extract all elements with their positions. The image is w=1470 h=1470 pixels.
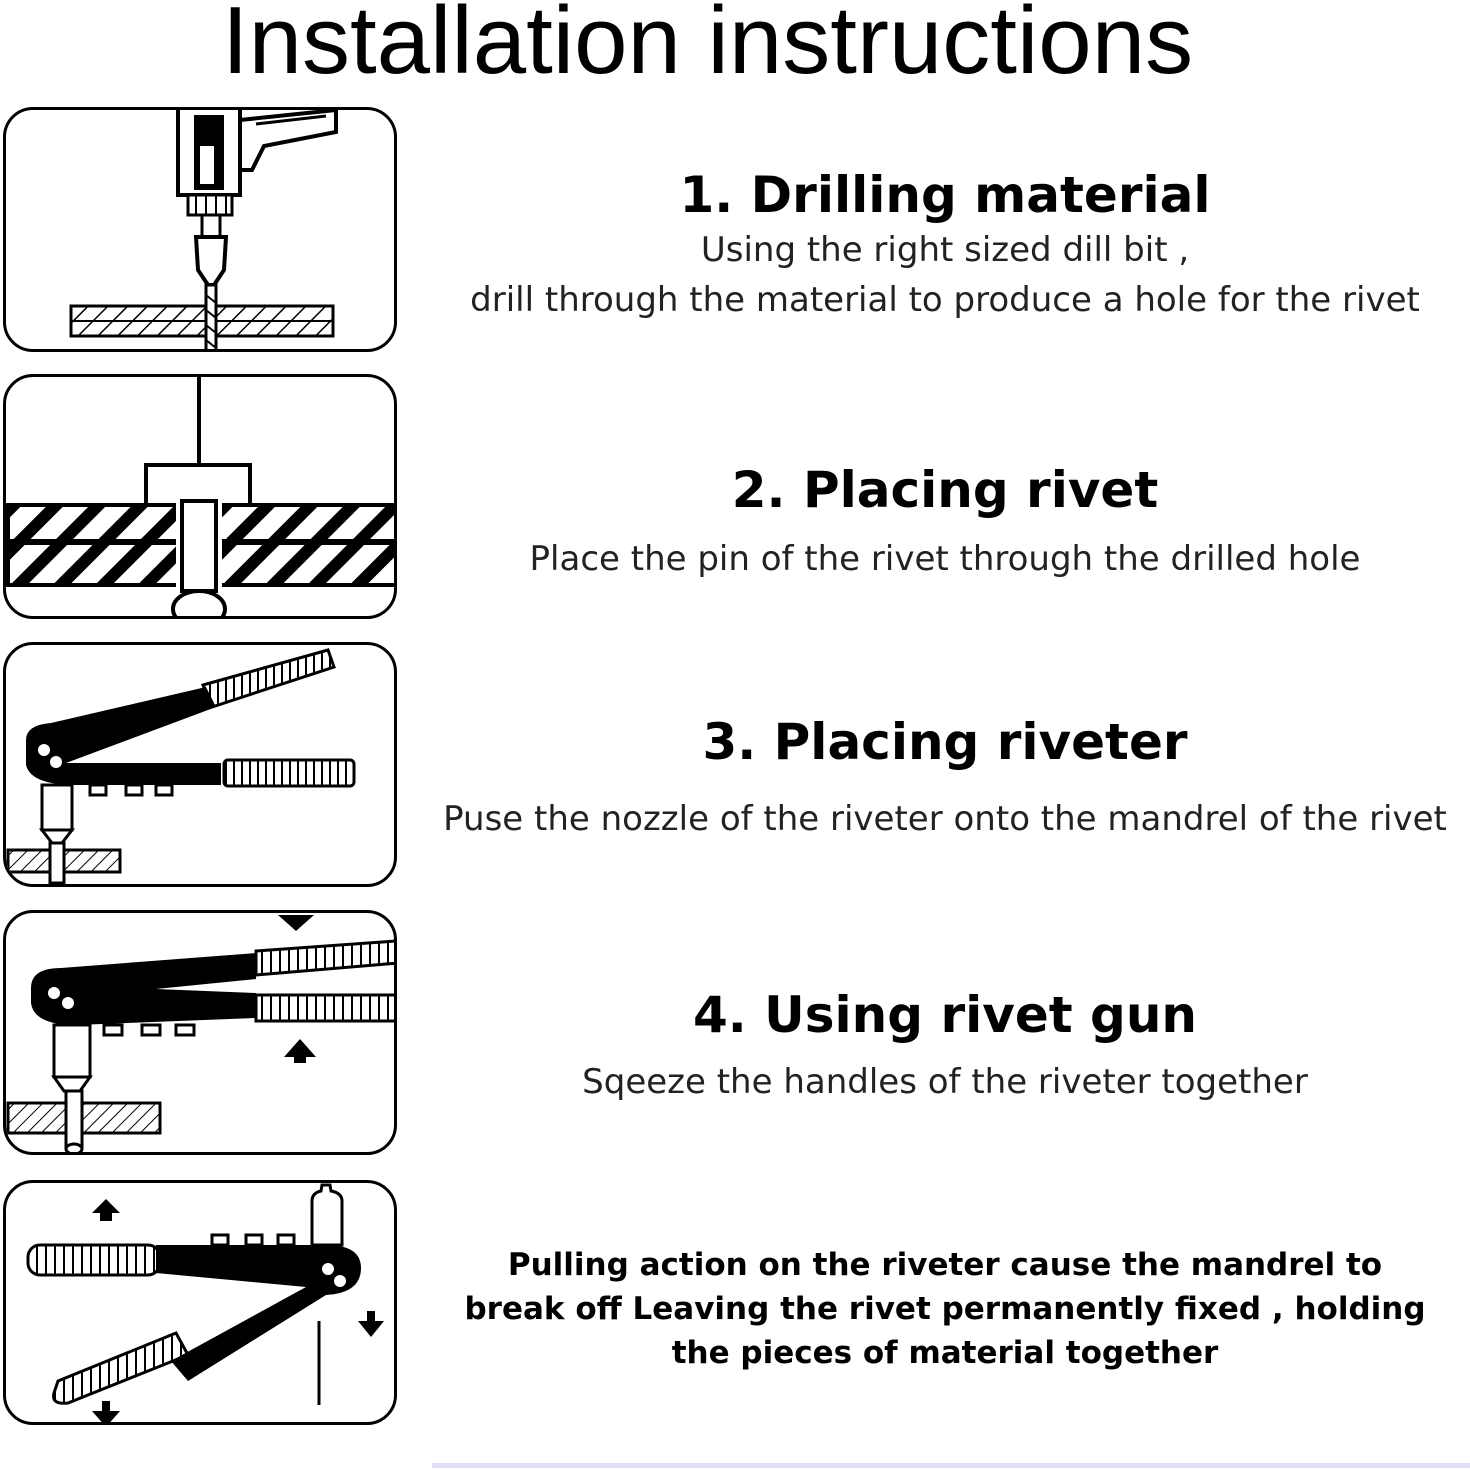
step-4-heading: 4. Using rivet gun [692,986,1198,1044]
step-4: 4. Using rivet gun Sqeeze the handles of… [425,985,1465,1107]
step-4-illustration [3,910,397,1155]
step-5: Pulling action on the riveter cause the … [425,1243,1465,1375]
page-title: Installation instructions [221,0,1194,94]
step-2-heading: 2. Placing rivet [731,461,1159,519]
step-2-illustration [3,374,397,619]
riveter-release-icon [26,1183,384,1422]
step-1-illustration [3,107,397,352]
step-5-text-line-3: the pieces of material together [671,1335,1219,1371]
step-1-heading: 1. Drilling material [679,166,1211,224]
step-3-text-line-1: Puse the nozzle of the riveter onto the … [443,799,1447,839]
step-5-text-line-2: break off Leaving the rivet permanently … [464,1291,1426,1327]
step-5-illustration [3,1180,397,1425]
step-3: 3. Placing riveter Puse the nozzle of th… [425,712,1465,844]
step-2: 2. Placing rivet Place the pin of the ri… [425,460,1465,584]
riveter-placement-icon [6,648,356,884]
step-3-illustration [3,642,397,887]
step-1-text-line-1: Using the right sized dill bit , [700,230,1190,270]
step-3-heading: 3. Placing riveter [702,713,1188,771]
footer-divider [432,1463,1470,1468]
rivet-in-hole-icon [6,377,394,616]
step-1: 1. Drilling material Using the right siz… [425,165,1465,325]
step-1-text-line-2: drill through the material to produce a … [470,280,1420,320]
riveter-squeeze-icon [6,915,394,1152]
drill-icon [69,110,338,349]
step-5-text-line-1: Pulling action on the riveter cause the … [507,1247,1383,1283]
step-4-text-line-1: Sqeeze the handles of the riveter togeth… [582,1062,1308,1102]
step-2-text-line-1: Place the pin of the rivet through the d… [529,539,1361,579]
